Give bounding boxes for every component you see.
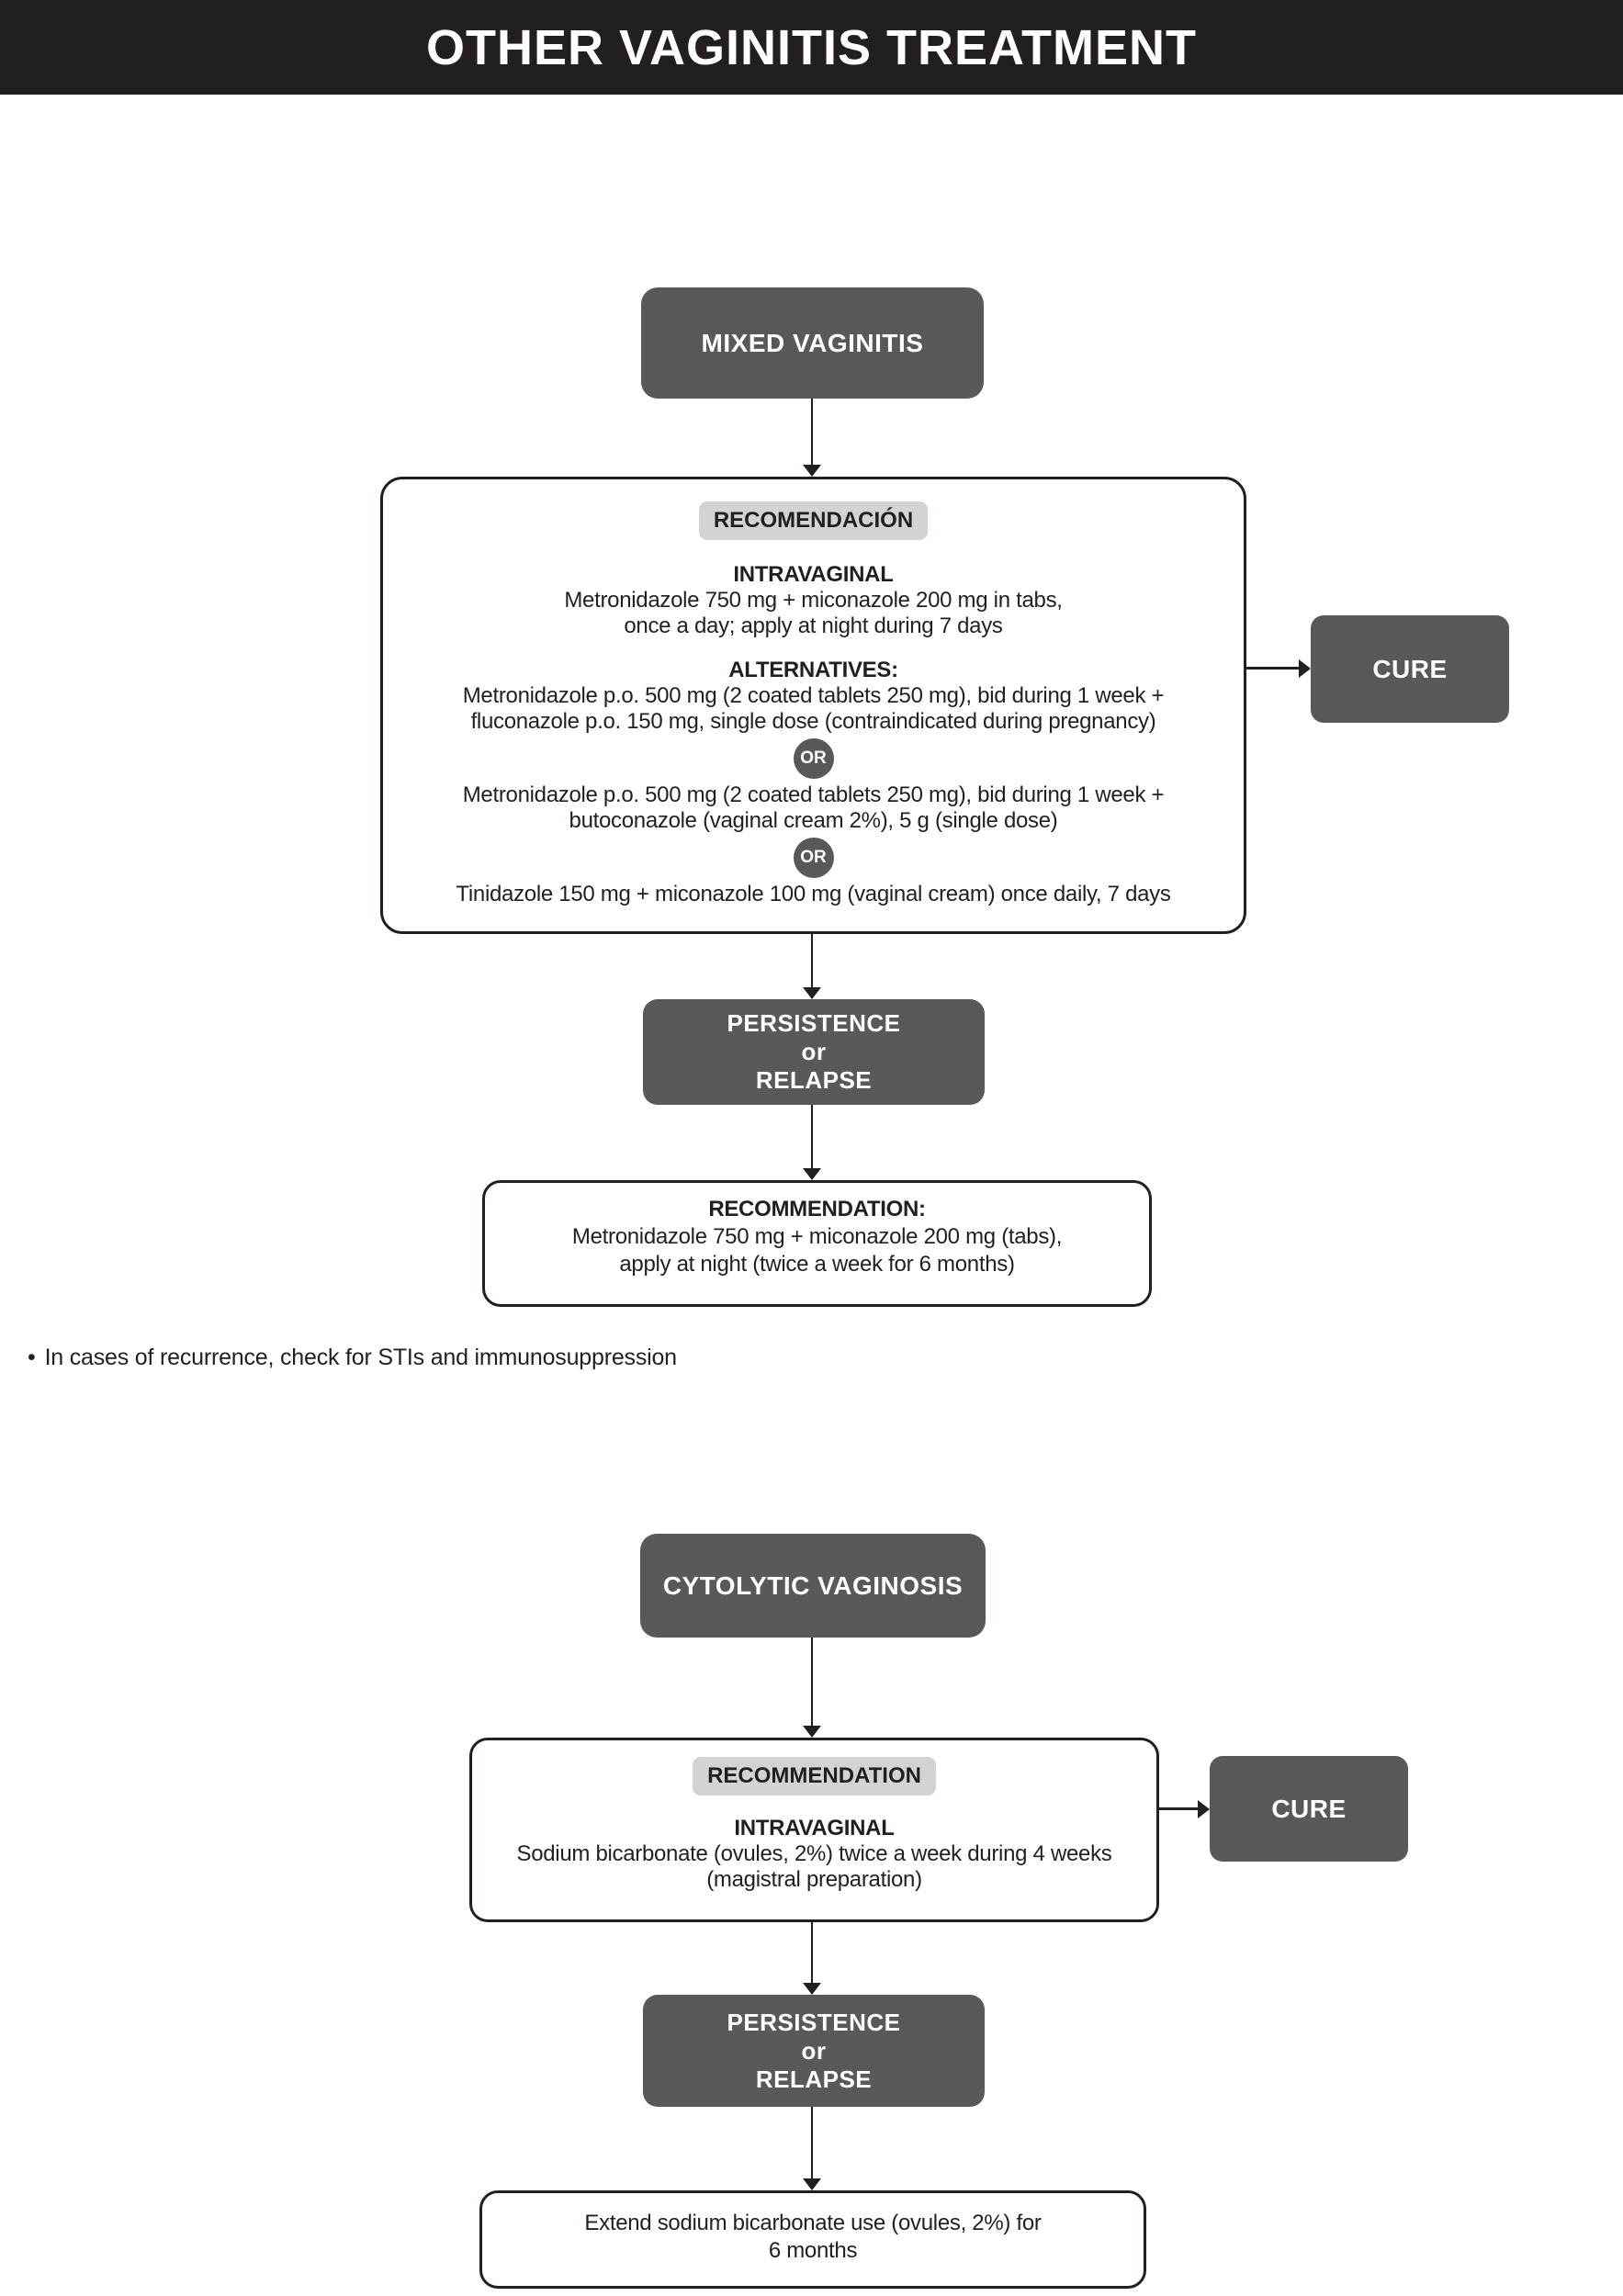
persistence-line: RELAPSE (755, 2065, 873, 2093)
text-line: once a day; apply at night during 7 days (624, 613, 1003, 638)
tag-recomendacion: RECOMENDACIÓN (698, 501, 929, 540)
node-cure-label: CURE (1271, 1794, 1347, 1823)
arrowhead-down-icon (803, 1168, 821, 1180)
connector-line (1246, 667, 1300, 670)
persistence-line: RELAPSE (755, 1066, 873, 1094)
node-cure-label: CURE (1372, 654, 1448, 683)
connector-line (811, 399, 813, 466)
connector-line (811, 1105, 813, 1170)
connector-line (1159, 1807, 1199, 1810)
persistence-line: or (801, 2036, 827, 2065)
arrowhead-down-icon (803, 1983, 821, 1995)
node-mixed-vaginitis: MIXED VAGINITIS (641, 287, 984, 399)
heading-alternatives: ALTERNATIVES: (728, 658, 898, 682)
text-line: Metronidazole 750 mg + miconazole 200 mg… (571, 1224, 1063, 1249)
arrowhead-right-icon (1299, 659, 1311, 678)
heading-intravaginal: INTRAVAGINAL (733, 562, 894, 587)
heading-intravaginal: INTRAVAGINAL (734, 1816, 895, 1840)
or-badge-label: OR (800, 848, 827, 867)
node-persistence-cytolytic: PERSISTENCE or RELAPSE (643, 1995, 985, 2107)
or-badge: OR (793, 738, 834, 779)
text-line: Extend sodium bicarbonate use (ovules, 2… (584, 2211, 1042, 2235)
text-line: Metronidazole 750 mg + miconazole 200 mg… (564, 588, 1063, 613)
connector-line (811, 1922, 813, 1984)
page-title: OTHER VAGINITIS TREATMENT (426, 19, 1197, 75)
recurrence-note: • In cases of recurrence, check for STIs … (28, 1345, 677, 1371)
box-cytolytic-recommendation: RECOMMENDATION INTRAVAGINAL Sodium bicar… (469, 1738, 1159, 1922)
arrowhead-down-icon (803, 2178, 821, 2190)
text-line: apply at night (twice a week for 6 month… (619, 1252, 1015, 1277)
box-extend-treatment: Extend sodium bicarbonate use (ovules, 2… (479, 2190, 1146, 2289)
heading-recommendation: RECOMMENDATION: (708, 1197, 926, 1221)
node-mixed-vaginitis-label: MIXED VAGINITIS (701, 328, 924, 357)
or-badge-label: OR (800, 748, 827, 768)
text-line: Metronidazole p.o. 500 mg (2 coated tabl… (462, 782, 1165, 807)
persistence-line: or (801, 1038, 827, 1065)
or-badge: OR (793, 838, 834, 878)
text-line: butoconazole (vaginal cream 2%), 5 g (si… (569, 808, 1058, 833)
text-line: (magistral preparation) (706, 1867, 922, 1892)
node-cytolytic-label: CYTOLYTIC VAGINOSIS (662, 1570, 964, 1600)
text-line: Sodium bicarbonate (ovules, 2%) twice a … (516, 1841, 1112, 1866)
node-cytolytic-vaginosis: CYTOLYTIC VAGINOSIS (640, 1534, 986, 1638)
connector-line (811, 934, 813, 989)
box-mixed-maintenance: RECOMMENDATION: Metronidazole 750 mg + m… (482, 1180, 1152, 1307)
box-mixed-recommendation: RECOMENDACIÓN INTRAVAGINAL Metronidazole… (380, 477, 1246, 934)
bullet-icon: • (28, 1345, 36, 1370)
text-line: fluconazole p.o. 150 mg, single dose (co… (470, 709, 1156, 734)
node-persistence-mixed: PERSISTENCE or RELAPSE (643, 999, 985, 1105)
arrowhead-right-icon (1198, 1800, 1210, 1818)
arrowhead-down-icon (803, 1726, 821, 1738)
persistence-line: PERSISTENCE (727, 2008, 901, 2036)
text-line: 6 months (768, 2238, 858, 2263)
node-cure-cytolytic: CURE (1210, 1756, 1408, 1862)
node-cure-mixed: CURE (1311, 615, 1509, 723)
connector-line (811, 1638, 813, 1728)
page-title-bar: OTHER VAGINITIS TREATMENT (0, 0, 1623, 95)
text-line: Tinidazole 150 mg + miconazole 100 mg (v… (456, 882, 1171, 906)
connector-line (811, 2107, 813, 2179)
persistence-line: PERSISTENCE (727, 1009, 901, 1037)
recurrence-note-text: In cases of recurrence, check for STIs a… (44, 1345, 678, 1370)
arrowhead-down-icon (803, 465, 821, 477)
arrowhead-down-icon (803, 987, 821, 999)
tag-recommendation: RECOMMENDATION (693, 1757, 936, 1795)
text-line: Metronidazole p.o. 500 mg (2 coated tabl… (462, 683, 1165, 708)
